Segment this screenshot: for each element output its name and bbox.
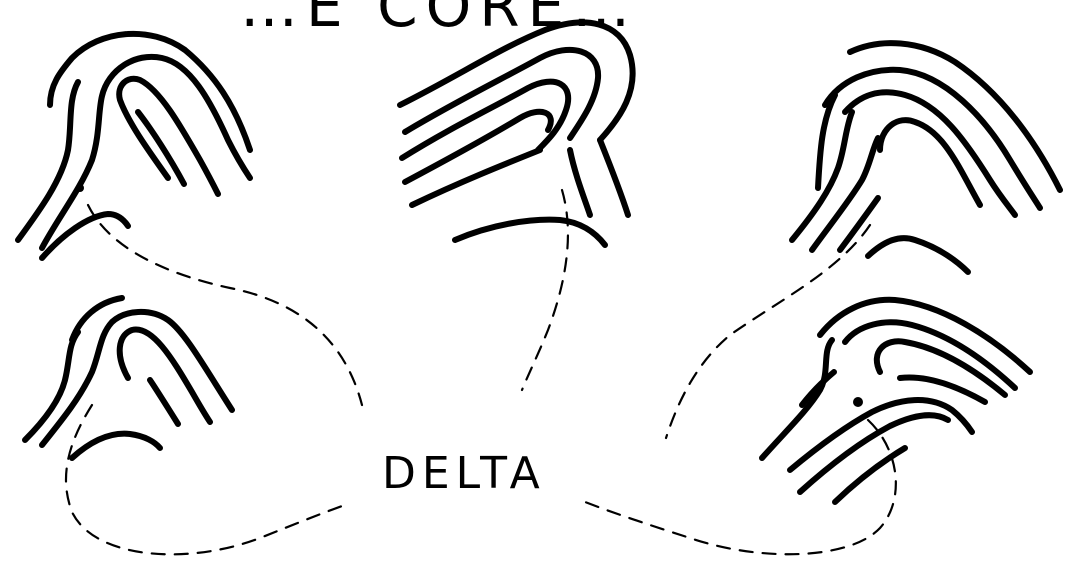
ridge-line: [150, 380, 178, 424]
ridge-line: [868, 238, 968, 272]
fingerprint-upper-center: [400, 22, 633, 245]
delta-dot: [76, 184, 84, 192]
delta-dot: [853, 397, 863, 407]
ridge-line: [877, 341, 1005, 395]
fingerprint-upper-left: [18, 34, 250, 258]
ridge-line: [762, 340, 832, 458]
fingerprint-lower-left: [25, 298, 232, 458]
ridge-line: [72, 434, 160, 458]
delta-pointer-lines: [66, 190, 896, 554]
ridge-line: [850, 43, 1060, 190]
ridge-line: [455, 220, 605, 245]
fingerprint-upper-right: [792, 43, 1060, 272]
ridge-line: [802, 372, 834, 405]
ridge-line: [25, 332, 78, 440]
pointer-from-upper-right: [666, 225, 870, 438]
ridge-line: [880, 120, 980, 205]
ridge-line: [790, 400, 972, 470]
ridge-line: [600, 140, 628, 215]
pointer-from-lower-left: [66, 405, 345, 554]
delta-label: DELTA: [382, 448, 546, 499]
ridge-line: [570, 150, 590, 215]
ridge-line: [412, 150, 540, 205]
